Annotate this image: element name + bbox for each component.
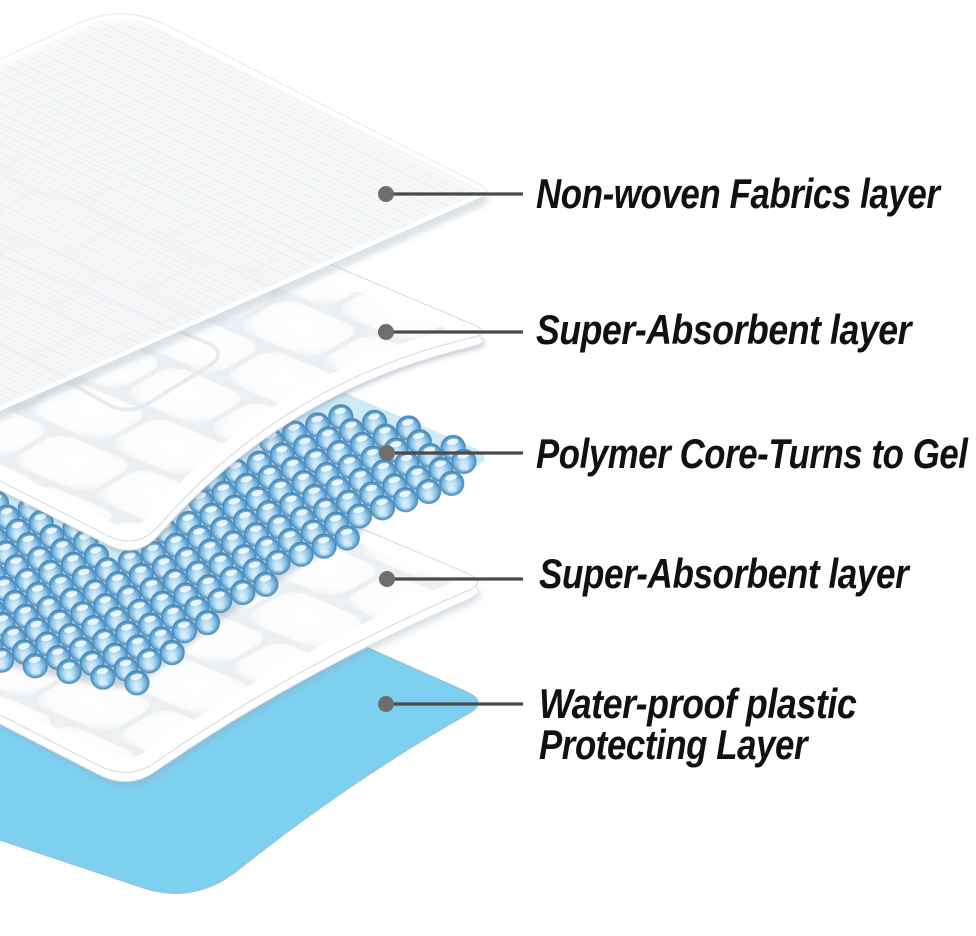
polymer-bead [264,548,292,576]
polymer-bead [287,540,315,568]
polymer-bead [193,608,222,637]
polymer-bead [345,502,374,530]
polymer-bead [123,669,151,697]
polymer-bead [368,494,397,522]
polymer-bead [135,647,163,675]
layer-polymer-core [0,116,485,697]
polymer-bead [252,570,280,598]
polymer-bead [206,586,234,615]
leader-lines [378,186,523,712]
label-waterproof-plastic-line2: Protecting Layer [539,721,808,768]
polymer-bead [229,578,257,607]
polymer-bead [391,485,420,514]
polymer-bead [310,532,338,560]
polymer-bead [89,663,117,691]
label-waterproof-plastic-line1: Water-proof plastic [539,680,857,727]
polymer-bead [414,477,443,506]
leader-dot-super-absorbent-bottom [379,571,395,587]
leader-dot-non-woven-fabrics [378,186,394,202]
polymer-bead [438,469,466,497]
polymer-bead [21,652,49,680]
polymer-bead [170,616,199,645]
label-super-absorbent-top: Super-Absorbent layer [536,306,912,353]
polymer-bead [333,524,361,552]
leader-dot-polymer-core [379,445,395,461]
polymer-bead [158,638,186,667]
leader-dot-waterproof-plastic [378,696,394,712]
label-polymer-core: Polymer Core-Turns to Gel [536,430,968,477]
layer-non-woven [0,13,488,510]
upper-quilt-surface [0,0,483,542]
polymer-bead [55,657,83,686]
label-non-woven-fabrics: Non-woven Fabrics layer [536,170,940,217]
leader-dot-super-absorbent-top [378,324,394,340]
lower-quilt-surface [0,241,478,773]
label-super-absorbent-bottom: Super-Absorbent layer [539,550,909,597]
